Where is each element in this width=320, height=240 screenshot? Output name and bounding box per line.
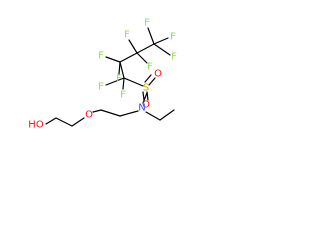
atom-f1: F bbox=[144, 18, 150, 29]
bond-c2-f6 bbox=[105, 56, 121, 63]
bond-c3-c2 bbox=[119, 52, 138, 63]
atom-f3: F bbox=[171, 52, 177, 63]
bond-c4-c3 bbox=[136, 43, 155, 54]
bond-s-o-top-b bbox=[148, 77, 156, 86]
bond-c4-f3 bbox=[153, 43, 171, 56]
bond-c2-f7 bbox=[118, 61, 121, 75]
bond-ch2-ho bbox=[45, 117, 57, 125]
atom-sulfur: S bbox=[143, 83, 149, 94]
atom-sulfonyl-oxygen-top: O bbox=[154, 69, 162, 80]
atom-f9: F bbox=[120, 90, 126, 101]
bond-c1-f9 bbox=[122, 77, 125, 90]
bond-n-ch2 bbox=[119, 110, 139, 117]
bond-ch2-ch2-b bbox=[55, 117, 73, 127]
atom-nitrogen: N bbox=[138, 103, 145, 114]
bond-o-ether-ch2 bbox=[71, 117, 85, 127]
bond-c3-f4 bbox=[128, 39, 138, 54]
bond-s-o-top-a bbox=[144, 74, 152, 83]
bond-c3-f5 bbox=[136, 52, 148, 64]
bond-layer bbox=[45, 27, 175, 127]
bond-s-o-bottom-a bbox=[142, 91, 145, 101]
bond-c2-c1 bbox=[119, 61, 125, 79]
bond-c4-f1 bbox=[147, 27, 155, 45]
atom-hydroxyl: HO bbox=[28, 120, 44, 131]
atom-f7: F bbox=[116, 74, 122, 85]
atom-f2: F bbox=[170, 32, 176, 43]
bond-ch2-o-ether bbox=[92, 109, 102, 113]
bond-c1-s bbox=[123, 77, 144, 87]
atom-f6: F bbox=[98, 51, 104, 62]
bond-n-ethyl-1 bbox=[145, 111, 161, 121]
bond-c4-f2 bbox=[153, 37, 169, 45]
atom-label-layer: F F F F F F F F F S O O N O HO bbox=[28, 18, 177, 131]
atom-f4: F bbox=[124, 30, 130, 41]
bond-ethyl-2 bbox=[159, 109, 175, 121]
atom-f5: F bbox=[147, 62, 153, 73]
bond-c1-f8 bbox=[105, 77, 125, 86]
bond-s-n bbox=[142, 92, 148, 104]
atom-sulfonyl-oxygen-bottom: O bbox=[142, 100, 150, 111]
atom-f8: F bbox=[98, 82, 104, 93]
atom-ether-oxygen: O bbox=[85, 110, 93, 121]
bond-ch2-ch2 bbox=[100, 109, 121, 117]
chemical-structure-diagram: F F F F F F F F F S O O N O HO bbox=[28, 18, 177, 131]
